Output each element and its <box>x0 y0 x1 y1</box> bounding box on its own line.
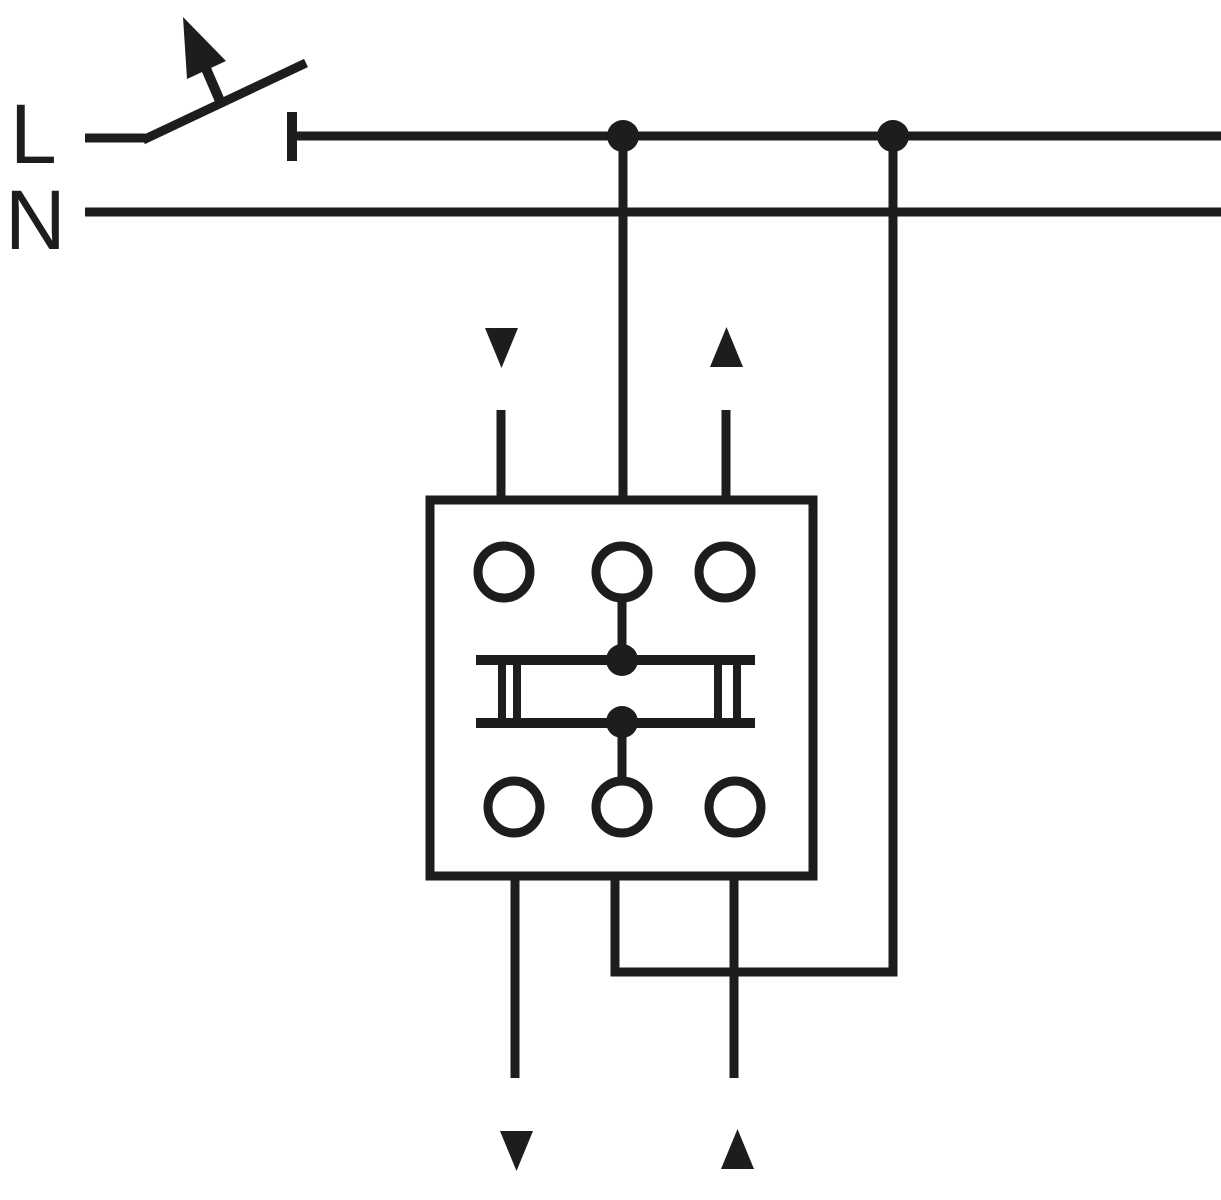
switch-lever <box>141 58 308 145</box>
device-box <box>425 495 818 881</box>
actuator-arrow-head <box>183 17 226 79</box>
contact-dot <box>606 644 638 676</box>
terminal-circle <box>483 776 545 838</box>
terminal-circle <box>591 541 653 603</box>
contact-dot <box>606 706 638 738</box>
neutral-label: N <box>5 173 66 267</box>
live-label: L <box>10 87 57 181</box>
live-line <box>85 131 1221 143</box>
terminal-circle <box>694 541 756 603</box>
shutter-down-arrow-icon <box>500 1131 533 1171</box>
switch-actuator-arrow-icon <box>183 17 226 103</box>
terminal-circle <box>704 776 766 838</box>
switch-symbol <box>141 17 308 161</box>
shutter-down-arrow-icon <box>485 328 518 368</box>
shutter-up-arrow-icon <box>721 1129 754 1169</box>
terminal-circle <box>591 776 653 838</box>
device-box-outline <box>425 495 818 881</box>
terminal-circle <box>473 541 535 603</box>
wire-box-bottom-to-live <box>610 136 898 977</box>
shutter-up-arrow-icon <box>710 327 743 367</box>
actuator-arrow-stem <box>199 62 225 103</box>
